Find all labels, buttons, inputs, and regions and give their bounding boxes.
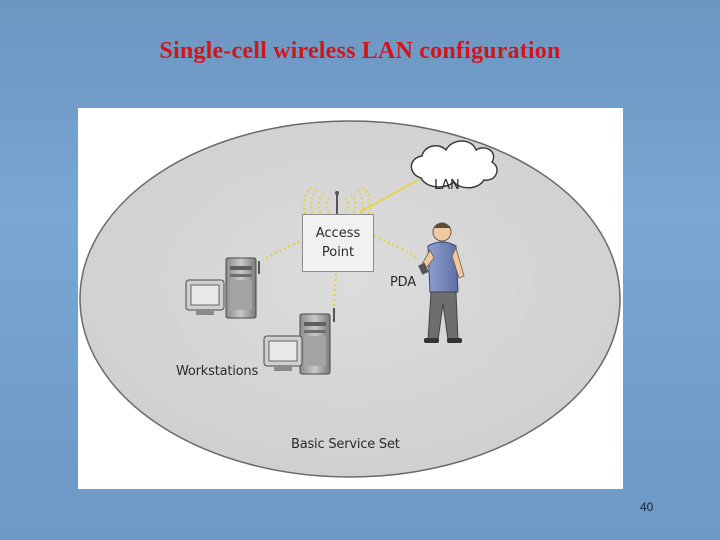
lan-cloud-icon (410, 140, 498, 189)
ap-lan-link (359, 179, 419, 213)
diagram-graphics (79, 120, 621, 478)
link-ap-workstation1 (262, 238, 305, 262)
lan-label: LAN (434, 178, 460, 193)
access-point-label-line1: Access (315, 226, 361, 241)
slide-number: 40 (640, 500, 654, 514)
workstations-label: Workstations (176, 364, 259, 379)
wlan-diagram: LAN Access Point PDA Workstations Basic … (78, 108, 623, 489)
pda-label: PDA (390, 275, 416, 290)
slide-title: Single-cell wireless LAN configuration (159, 38, 561, 64)
bss-ellipse (79, 120, 621, 478)
access-point: Access Point (302, 214, 374, 272)
link-ap-pda (373, 234, 419, 260)
access-point-label-line2: Point (321, 245, 355, 260)
pda-device (418, 262, 429, 275)
workstation-1-icon (185, 257, 260, 319)
person-with-pda-icon (418, 222, 465, 343)
workstation-2-icon (263, 308, 335, 375)
bss-label: Basic Service Set (291, 437, 400, 452)
